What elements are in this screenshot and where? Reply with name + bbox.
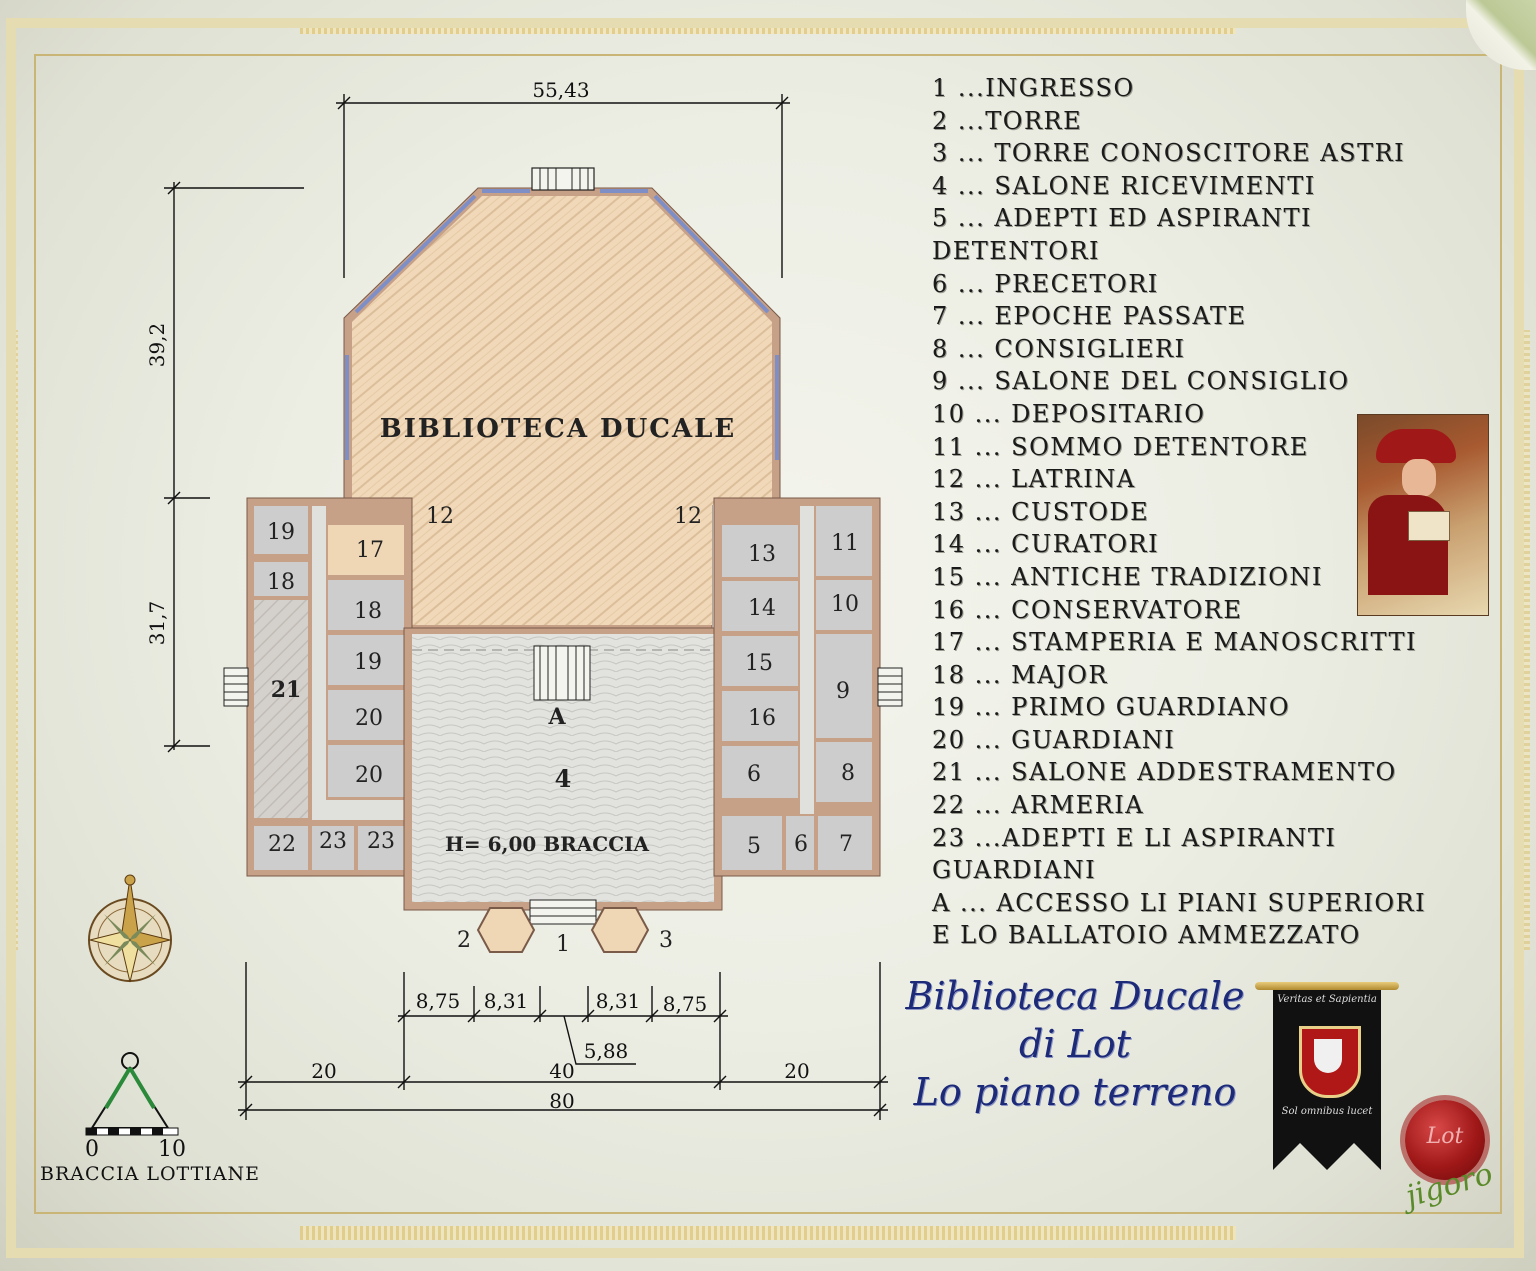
dim-d1: 8,75 bbox=[416, 989, 461, 1013]
legend-line: 13 ... CUSTODE bbox=[932, 497, 1150, 526]
legend-line: 14 ... CURATORI bbox=[932, 530, 1160, 559]
coat-of-arms-icon bbox=[1299, 1026, 1361, 1098]
title-line-1: Biblioteca Ducale bbox=[905, 974, 1245, 1018]
room-1: 1 bbox=[556, 932, 570, 957]
room-14: 14 bbox=[748, 596, 776, 621]
legend-line: 6 ... PRECETORI bbox=[932, 269, 1159, 298]
dimension-lines bbox=[164, 94, 888, 1120]
room-13: 13 bbox=[748, 542, 776, 567]
room-6-upper: 6 bbox=[747, 762, 761, 787]
library-hall: BIBLIOTECA DUCALE 12 12 bbox=[343, 167, 781, 629]
room-3: 3 bbox=[659, 928, 673, 953]
banner-motto-bottom: Sol omnibus lucet bbox=[1281, 1106, 1373, 1117]
legend-line: DETENTORI bbox=[932, 236, 1101, 265]
scale-ten: 10 bbox=[158, 1137, 186, 1162]
room-21: 21 bbox=[271, 677, 302, 703]
banner-motto-top: Veritas et Sapientia bbox=[1277, 994, 1377, 1005]
legend-line: 5 ... ADEPTI ED ASPIRANTI bbox=[932, 204, 1312, 233]
scale-zero: 0 bbox=[85, 1137, 99, 1162]
room-23-a: 23 bbox=[319, 829, 347, 854]
legend-line: 17 ... STAMPERIA E MANOSCRITTI bbox=[932, 628, 1417, 657]
legend-line: 16 ... CONSERVATORE bbox=[932, 595, 1243, 624]
room-20-a: 20 bbox=[355, 706, 383, 731]
legend-line: 8 ... CONSIGLIERI bbox=[932, 334, 1186, 363]
title-line-3: Lo piano terreno bbox=[913, 1070, 1237, 1114]
legend-line: 15 ... ANTICHE TRADIZIONI bbox=[932, 562, 1323, 591]
bottom-ornament-band bbox=[300, 1226, 1236, 1240]
room-6-lower: 6 bbox=[794, 832, 808, 857]
room-4: 4 bbox=[555, 764, 572, 793]
legend-line: 23 ...ADEPTI E LI ASPIRANTI bbox=[932, 823, 1337, 852]
room-2: 2 bbox=[457, 928, 471, 953]
reception-hall: A 4 H= 6,00 BRACCIA 1 2 3 bbox=[403, 627, 723, 957]
legend-line: 11 ... SOMMO DETENTORE bbox=[932, 432, 1309, 461]
legend-line: 20 ... GUARDIANI bbox=[932, 725, 1176, 754]
access-label: A bbox=[547, 704, 566, 730]
legend-line: 18 ... MAJOR bbox=[932, 660, 1108, 689]
legend-line: 7 ... EPOCHE PASSATE bbox=[932, 302, 1247, 331]
dim-d4: 8,75 bbox=[663, 992, 708, 1016]
map-title: Biblioteca Ducale di Lot Lo piano terren… bbox=[895, 972, 1255, 1116]
room-22: 22 bbox=[268, 832, 296, 857]
room-7: 7 bbox=[839, 832, 853, 857]
room-23-b: 23 bbox=[367, 829, 395, 854]
dim-center: 5,88 bbox=[584, 1039, 629, 1063]
room-20-b: 20 bbox=[355, 763, 383, 788]
compass-rose-icon bbox=[88, 874, 172, 983]
room-8: 8 bbox=[841, 761, 855, 786]
dim-d2: 8,31 bbox=[484, 989, 529, 1013]
dim-top-width: 55,43 bbox=[532, 78, 589, 102]
legend-line: 21 ... SALONE ADDESTRAMENTO bbox=[932, 758, 1397, 787]
legend-line: 9 ... SALONE DEL CONSIGLIO bbox=[932, 367, 1350, 396]
legend-line: 10 ... DEPOSITARIO bbox=[932, 399, 1206, 428]
dim-seg-left: 20 bbox=[311, 1059, 336, 1083]
inner-frame bbox=[34, 54, 1502, 1214]
dim-seg-mid: 40 bbox=[549, 1059, 574, 1083]
wax-seal-icon: Lot bbox=[1405, 1100, 1485, 1180]
legend-line: A ... ACCESSO LI PIANI SUPERIORI bbox=[932, 888, 1427, 917]
room-legend: 1 ...INGRESSO 2 ...TORRE 3 ... TORRE CONOS… bbox=[932, 72, 1492, 952]
room-9: 9 bbox=[836, 679, 850, 704]
legend-line: GUARDIANI bbox=[932, 856, 1097, 885]
legend-line: 2 ...TORRE bbox=[932, 106, 1083, 135]
scholar-portrait bbox=[1357, 414, 1489, 616]
room-18-left: 18 bbox=[267, 570, 295, 595]
dimension-labels: 55,43 39,2 31,7 8,75 8,31 8,31 8,75 5,88… bbox=[145, 78, 810, 1113]
room-11: 11 bbox=[831, 531, 859, 556]
height-note: H= 6,00 BRACCIA bbox=[445, 832, 650, 856]
room-17: 17 bbox=[356, 538, 384, 563]
title-line-2: di Lot bbox=[1019, 1022, 1131, 1066]
dim-left-lower: 31,7 bbox=[145, 601, 169, 646]
room-19-left: 19 bbox=[267, 520, 295, 545]
room-12-right: 12 bbox=[674, 504, 702, 529]
scale-unit: BRACCIA LOTTIANE bbox=[40, 1163, 260, 1185]
left-wing: 19 18 21 22 23 23 17 18 19 20 20 bbox=[223, 497, 413, 877]
dim-left-upper: 39,2 bbox=[145, 323, 169, 368]
heraldic-banner: Veritas et Sapientia Sol omnibus lucet bbox=[1255, 982, 1399, 1178]
legend-line: E LO BALLATOIO AMMEZZATO bbox=[932, 921, 1361, 950]
legend-line: 12 ... LATRINA bbox=[932, 465, 1136, 494]
right-wing: 13 14 15 16 6 5 6 7 11 10 9 8 bbox=[713, 497, 903, 877]
room-12-left: 12 bbox=[426, 504, 454, 529]
legend-line: 4 ... SALONE RICEVIMENTI bbox=[932, 171, 1316, 200]
legend-line: 3 ... TORRE CONOSCITORE ASTRI bbox=[932, 139, 1406, 168]
room-18: 18 bbox=[354, 599, 382, 624]
library-label: BIBLIOTECA DUCALE bbox=[380, 414, 736, 444]
room-19: 19 bbox=[354, 650, 382, 675]
room-16: 16 bbox=[748, 706, 776, 731]
room-10: 10 bbox=[831, 592, 859, 617]
dim-d3: 8,31 bbox=[596, 989, 641, 1013]
dim-total: 80 bbox=[549, 1089, 574, 1113]
legend-line: 1 ...INGRESSO bbox=[932, 74, 1135, 102]
legend-line: 22 ... ARMERIA bbox=[932, 791, 1145, 820]
room-5: 5 bbox=[747, 834, 761, 859]
outer-frame bbox=[6, 18, 1524, 1258]
scale-bar: 0 10 BRACCIA LOTTIANE bbox=[40, 1052, 260, 1185]
room-15: 15 bbox=[745, 651, 773, 676]
dim-seg-right: 20 bbox=[784, 1059, 809, 1083]
legend-line: 19 ... PRIMO GUARDIANO bbox=[932, 693, 1291, 722]
